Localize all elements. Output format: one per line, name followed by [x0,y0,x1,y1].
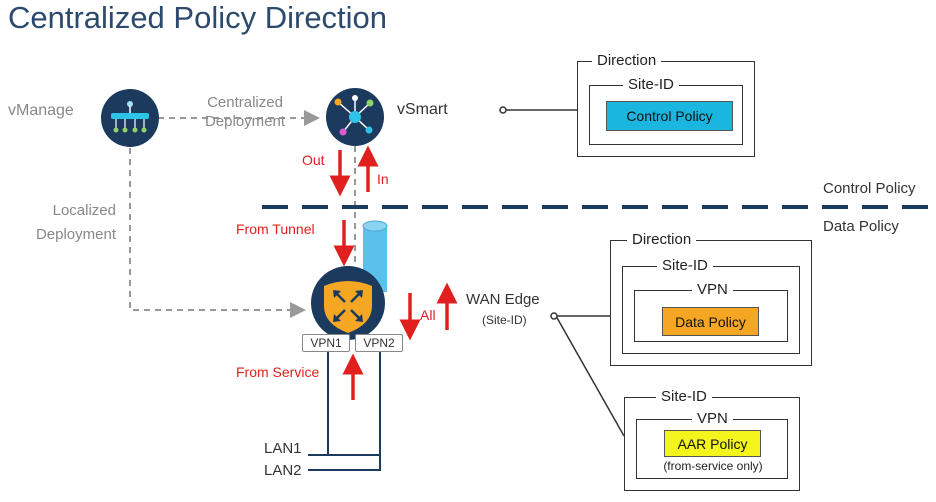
localized-deployment-link [129,148,306,318]
from-service-label: From Service [236,364,320,380]
vsmart-icon [326,88,384,146]
control-policy-badge: Control Policy [606,101,733,131]
aar-site-id-label: Site-ID [656,389,712,405]
wan-edge-label: WAN Edge [466,291,540,308]
localized-label-line2: Deployment [35,226,116,243]
data-direction-label: Direction [627,232,697,248]
all-label: All [420,307,436,323]
control-policy-zone-label: Control Policy [823,180,916,197]
in-label: In [377,171,389,187]
wan-edge-sublabel: (Site-ID) [482,313,527,327]
centralized-label-line1: Centralized [207,94,283,111]
lan2-label: LAN2 [264,462,302,479]
vmanage-icon [101,89,159,147]
data-site-id-label: Site-ID [657,258,713,274]
data-policy-badge: Data Policy [662,307,759,336]
lan-lines [308,350,381,471]
localized-deployment-label: Localized Deployment [20,199,116,247]
aar-note: (from-service only) [663,459,763,473]
wan-edge-router-icon [311,266,385,340]
vpn2-badge: VPN2 [355,334,403,352]
aar-vpn-label: VPN [692,411,733,427]
red-arrows [329,145,458,400]
vmanage-label: vManage [8,102,74,119]
edge-aar-connector [555,315,625,437]
localized-label-line1: Localized [52,202,116,219]
lan1-label: LAN1 [264,440,302,457]
data-policy-zone-label: Data Policy [823,218,899,235]
centralized-deployment-label: Centralized Deployment [200,93,290,131]
page-title: Centralized Policy Direction [8,0,388,35]
vpn1-badge: VPN1 [302,334,350,352]
control-site-id-label: Site-ID [623,77,679,93]
data-vpn-label: VPN [692,282,733,298]
control-direction-label: Direction [592,53,662,69]
aar-policy-badge: AAR Policy [664,430,761,457]
vsmart-label: vSmart [397,101,448,118]
centralized-label-line2: Deployment [204,113,286,130]
from-tunnel-label: From Tunnel [236,221,315,237]
out-label: Out [302,152,325,168]
